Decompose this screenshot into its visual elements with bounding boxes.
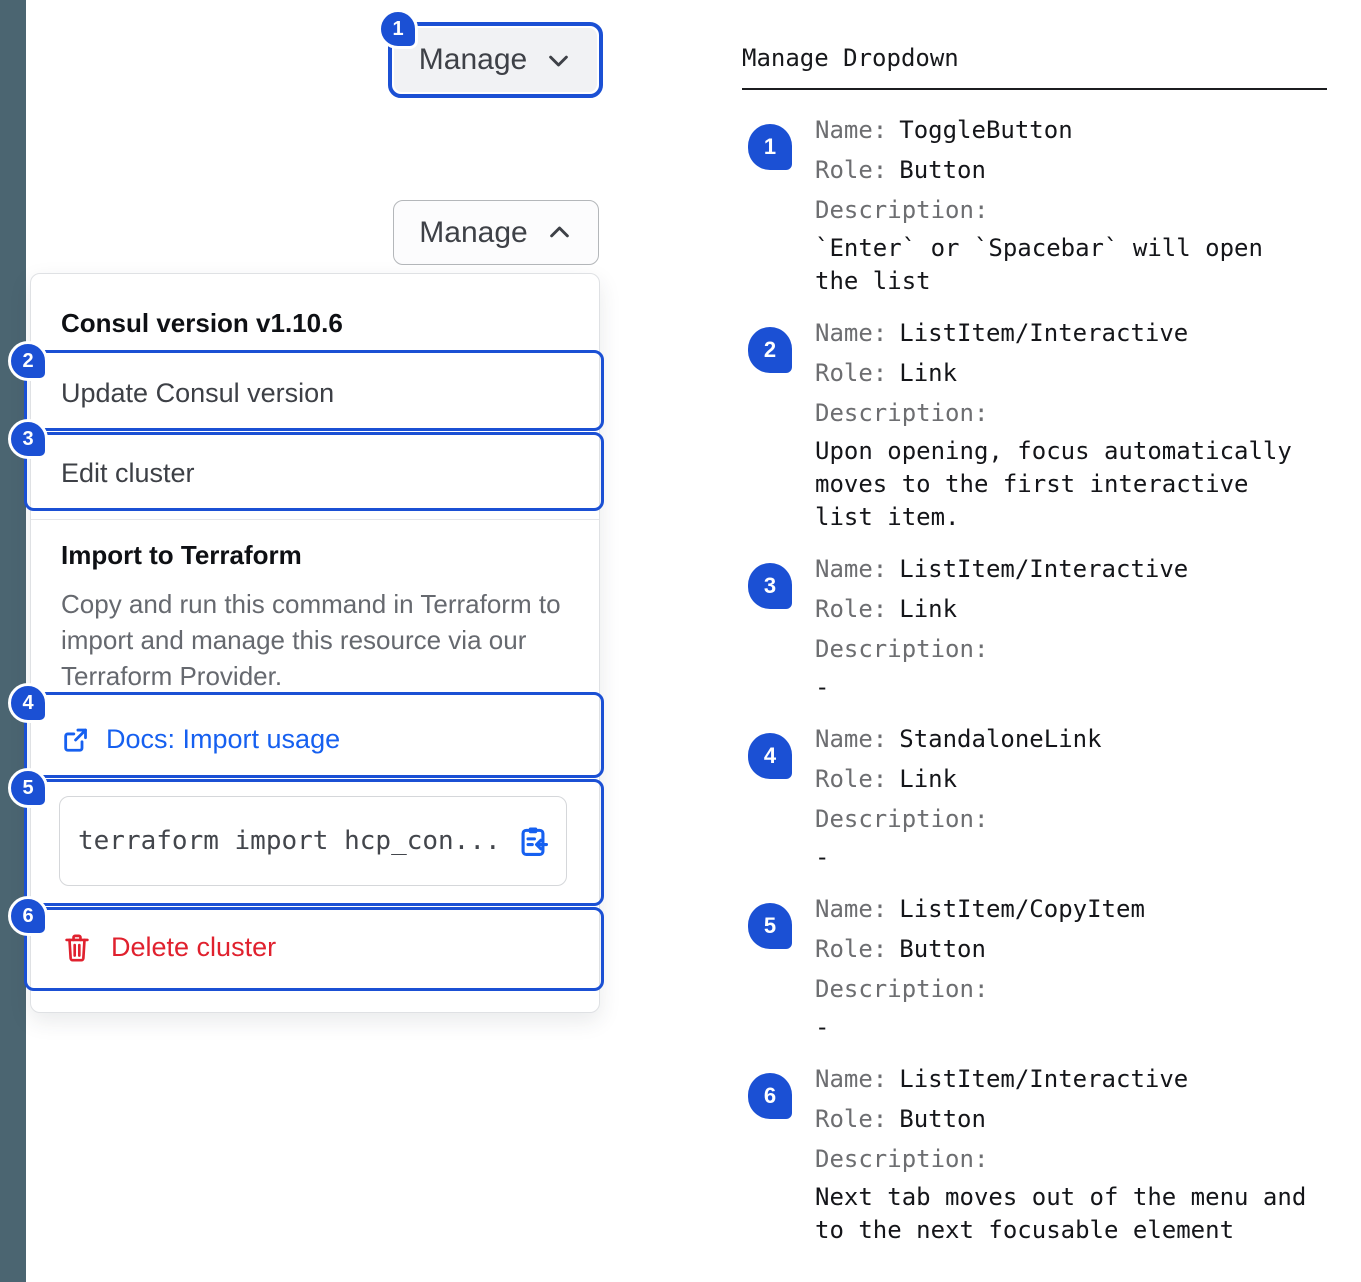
manage-toggle-button-open[interactable]: Manage xyxy=(393,200,599,265)
role-value: Link xyxy=(899,595,958,623)
name-label: Name: xyxy=(815,555,888,583)
description-label: Description: xyxy=(815,196,989,224)
description-value: `Enter` or `Spacebar` will open the list xyxy=(815,234,1263,295)
spec-entry-3: 3 Name: ListItem/Interactive Role: Link De… xyxy=(742,549,1327,704)
role-label: Role: xyxy=(815,935,888,963)
delete-cluster-label: Delete cluster xyxy=(111,932,277,962)
consul-version-label: Consul version v1.10.6 xyxy=(61,308,343,338)
name-value: ListItem/Interactive xyxy=(899,319,1189,347)
name-label: Name: xyxy=(815,116,888,144)
spec-entry-6: 6 Name:ListItem/Interactive Role:Button … xyxy=(742,1059,1327,1247)
manage-toggle-label: Manage xyxy=(418,43,528,76)
name-value: StandaloneLink xyxy=(899,725,1102,753)
description-label: Description: xyxy=(815,1145,989,1173)
role-value: Link xyxy=(899,765,958,793)
role-value: Button xyxy=(899,935,986,963)
import-section-title: Import to Terraform xyxy=(61,540,302,570)
terraform-command-snippet: terraform import hcp_con... xyxy=(59,796,567,886)
name-label: Name: xyxy=(815,725,888,753)
role-label: Role: xyxy=(815,595,888,623)
spec-entry-list: 1 Name: ToggleButton Role: Button Descript… xyxy=(742,110,1327,1247)
description-label: Description: xyxy=(815,805,989,833)
spec-panel: Manage Dropdown 1 Name: ToggleButton Role… xyxy=(742,42,1327,1262)
annotation-badge-1: 1 xyxy=(378,9,418,49)
trash-icon xyxy=(65,934,89,962)
role-value: Link xyxy=(899,359,958,387)
name-label: Name: xyxy=(815,895,888,923)
external-link-icon xyxy=(64,728,87,752)
chevron-down-icon xyxy=(549,55,569,66)
manage-toggle-label: Manage xyxy=(419,215,528,249)
description-value: - xyxy=(815,843,830,871)
clipboard-copy-icon[interactable] xyxy=(516,824,550,858)
role-value: Button xyxy=(899,1105,986,1133)
spec-title: Manage Dropdown xyxy=(742,44,959,72)
spec-badge-5: 5 xyxy=(748,903,792,949)
manage-toggle-focus-ring: Manage xyxy=(388,22,603,98)
annotation-badge-4: 4 xyxy=(8,683,48,723)
menu-item-update-consul-version[interactable]: Update Consul version xyxy=(61,378,335,408)
name-value: ListItem/Interactive xyxy=(899,1065,1189,1093)
role-value: Button xyxy=(899,156,986,184)
annotation-badge-5: 5 xyxy=(8,768,48,808)
name-label: Name: xyxy=(815,319,888,347)
manage-dropdown-panel: Consul version v1.10.6 Update Consul ver… xyxy=(30,273,600,1013)
chevron-up-icon xyxy=(549,226,569,238)
left-rail xyxy=(0,0,26,1282)
annotation-badge-2: 2 xyxy=(8,341,48,381)
description-label: Description: xyxy=(815,399,989,427)
description-label: Description: xyxy=(815,975,989,1003)
role-label: Role: xyxy=(815,156,888,184)
manage-toggle-button-closed[interactable]: Manage xyxy=(394,28,597,92)
name-value: ListItem/CopyItem xyxy=(899,895,1145,923)
spec-badge-6: 6 xyxy=(748,1073,792,1119)
spec-badge-3: 3 xyxy=(748,563,792,609)
terraform-command-text: terraform import hcp_con... xyxy=(78,826,501,856)
description-value: Next tab moves out of the menu and to th… xyxy=(815,1183,1307,1244)
description-value: Upon opening, focus automatically moves … xyxy=(815,437,1292,531)
description-value: - xyxy=(815,673,830,701)
spec-badge-4: 4 xyxy=(748,733,792,779)
annotation-badge-6: 6 xyxy=(8,896,48,936)
spec-entry-1: 1 Name: ToggleButton Role: Button Descript… xyxy=(742,110,1327,298)
spec-entry-4: 4 Name: StandaloneLink Role: Link Descript… xyxy=(742,719,1327,874)
name-value: ListItem/Interactive xyxy=(899,555,1189,583)
spec-entry-2: 2 Name: ListItem/Interactive Role: Link De… xyxy=(742,313,1327,534)
description-label: Description: xyxy=(815,635,989,663)
spec-divider xyxy=(742,88,1327,90)
annotation-badge-3: 3 xyxy=(8,419,48,459)
spec-badge-1: 1 xyxy=(748,124,792,170)
menu-item-delete-cluster[interactable]: Delete cluster xyxy=(63,932,276,963)
name-label: Name: xyxy=(815,1065,888,1093)
role-label: Role: xyxy=(815,1105,888,1133)
docs-import-usage-link[interactable]: Docs: Import usage xyxy=(61,724,340,755)
role-label: Role: xyxy=(815,765,888,793)
spec-badge-2: 2 xyxy=(748,327,792,373)
name-value: ToggleButton xyxy=(899,116,1073,144)
docs-link-label: Docs: Import usage xyxy=(106,724,341,754)
role-label: Role: xyxy=(815,359,888,387)
menu-divider xyxy=(31,519,599,520)
spec-entry-5: 5 Name: ListItem/CopyItem Role: Button Des… xyxy=(742,889,1327,1044)
menu-item-edit-cluster[interactable]: Edit cluster xyxy=(61,458,195,488)
import-section-description: Copy and run this command in Terraform t… xyxy=(61,589,561,691)
description-value: - xyxy=(815,1013,830,1041)
